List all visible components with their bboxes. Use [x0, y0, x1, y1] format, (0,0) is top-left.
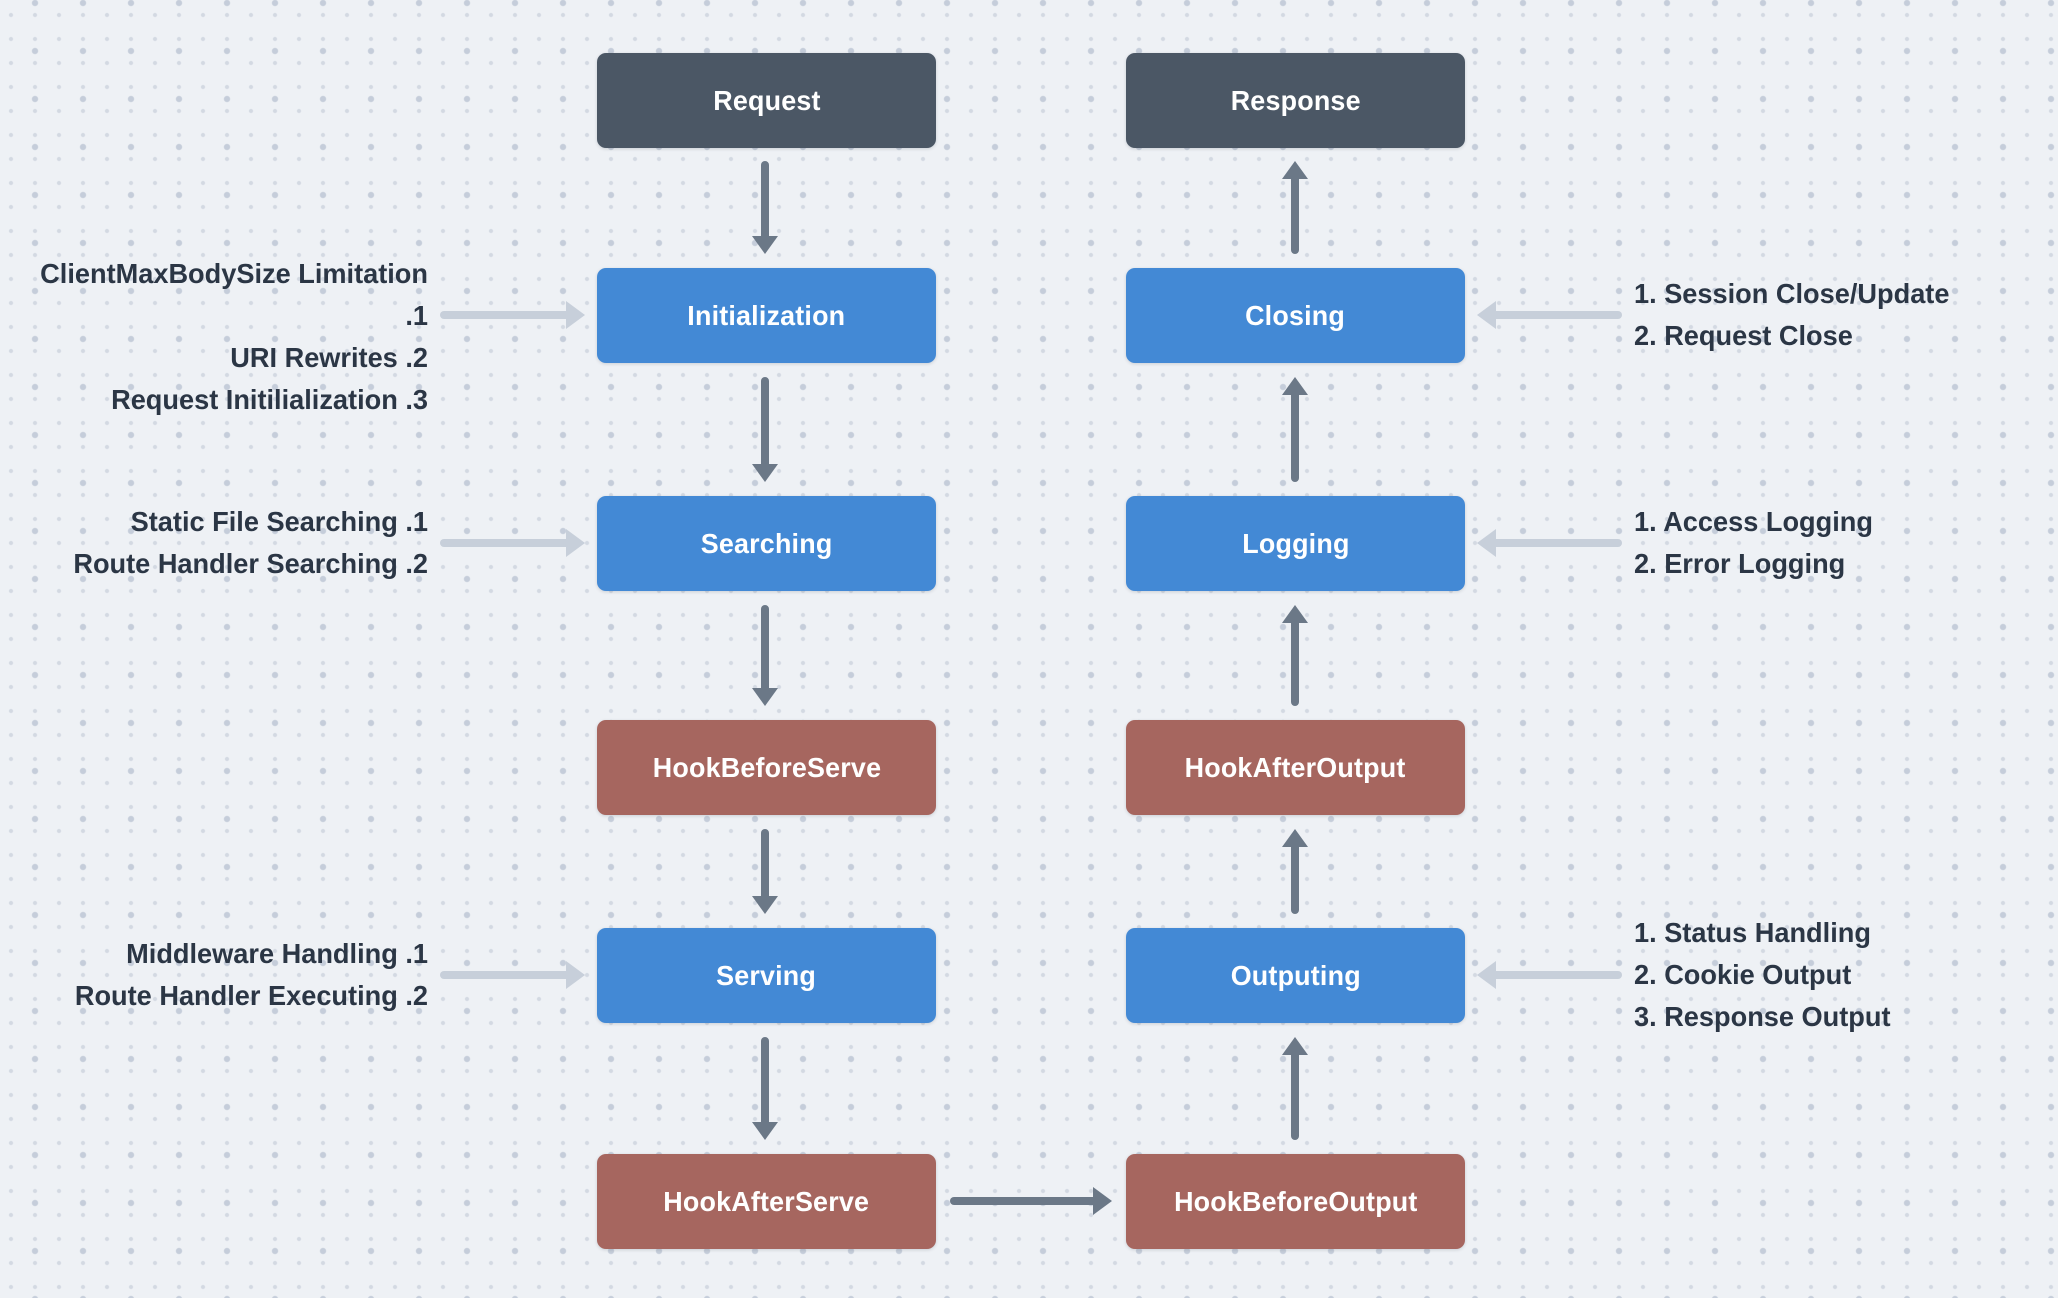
annotation-line: Route Handler Executing .2	[74, 980, 429, 1011]
node-outputing-label: Outputing	[1230, 959, 1361, 991]
node-response: Response	[1126, 53, 1465, 148]
arrow-hookbeforeoutput-outputing-icon	[1282, 1037, 1308, 1140]
annotation-line: 2. Error Logging	[1634, 548, 1846, 579]
node-hook-before-output-label: HookBeforeOutput	[1173, 1185, 1418, 1217]
annotation-line: URI Rewrites .2	[230, 342, 428, 373]
annotation-closing: 1. Session Close/Update 2. Request Close	[1634, 273, 2041, 357]
annotation-arrow-logging-icon	[1477, 529, 1622, 557]
annotation-line: Route Handler Searching .2	[73, 548, 429, 579]
annotation-line: 1. Session Close/Update	[1634, 278, 1950, 309]
node-hook-after-output-label: HookAfterOutput	[1185, 751, 1406, 783]
annotation-line: Middleware Handling .1	[126, 938, 429, 969]
node-response-label: Response	[1230, 84, 1361, 116]
node-logging-label: Logging	[1241, 527, 1350, 559]
annotation-serving: Middleware Handling .1 Route Handler Exe…	[13, 933, 428, 1017]
arrow-serving-hookafterserve-icon	[752, 1037, 778, 1140]
node-hook-before-serve-label: HookBeforeServe	[652, 751, 881, 783]
node-logging: Logging	[1126, 496, 1465, 591]
arrow-outputing-hookafteroutput-icon	[1282, 829, 1308, 914]
annotation-arrow-closing-icon	[1477, 301, 1622, 329]
arrow-hookbeforeserve-serving-icon	[752, 829, 778, 914]
node-searching-label: Searching	[700, 527, 833, 559]
node-closing: Closing	[1126, 268, 1465, 363]
annotation-line: 3. Response Output	[1634, 1001, 1891, 1032]
annotation-line: ClientMaxBodySize Limitation .1	[40, 258, 428, 331]
annotation-line: 1. Access Logging	[1634, 506, 1873, 537]
annotation-line: 2. Request Close	[1634, 320, 1853, 351]
annotation-arrow-searching-icon	[440, 529, 585, 557]
annotation-outputing: 1. Status Handling 2. Cookie Output 3. R…	[1634, 912, 2041, 1038]
node-request-label: Request	[712, 84, 821, 116]
node-hook-after-serve: HookAfterServe	[597, 1154, 936, 1249]
annotation-initialization: ClientMaxBodySize Limitation .1 URI Rewr…	[13, 253, 428, 421]
annotation-arrow-outputing-icon	[1477, 961, 1622, 989]
annotation-line: Static File Searching .1	[130, 506, 428, 537]
node-serving: Serving	[597, 928, 936, 1023]
annotation-line: 2. Cookie Output	[1634, 959, 1852, 990]
arrow-request-initialization-icon	[752, 161, 778, 254]
node-closing-label: Closing	[1245, 299, 1346, 331]
annotation-arrow-initialization-icon	[440, 301, 585, 329]
annotation-arrow-serving-icon	[440, 961, 585, 989]
arrow-hookafteroutput-logging-icon	[1282, 605, 1308, 706]
node-hook-after-serve-label: HookAfterServe	[663, 1185, 870, 1217]
arrow-initialization-searching-icon	[752, 377, 778, 482]
arrow-searching-hookbeforeserve-icon	[752, 605, 778, 706]
node-hook-before-serve: HookBeforeServe	[597, 720, 936, 815]
node-initialization-label: Initialization	[687, 299, 846, 331]
node-hook-after-output: HookAfterOutput	[1126, 720, 1465, 815]
arrow-hookafterserve-hookbeforeoutput-icon	[950, 1187, 1112, 1215]
annotation-line: 1. Status Handling	[1634, 917, 1871, 948]
arrow-closing-response-icon	[1282, 161, 1308, 254]
node-outputing: Outputing	[1126, 928, 1465, 1023]
node-hook-before-output: HookBeforeOutput	[1126, 1154, 1465, 1249]
annotation-searching: Static File Searching .1 Route Handler S…	[13, 501, 428, 585]
annotation-line: Request Initilialization .3	[111, 384, 428, 415]
node-initialization: Initialization	[597, 268, 936, 363]
node-searching: Searching	[597, 496, 936, 591]
arrow-logging-closing-icon	[1282, 377, 1308, 482]
annotation-logging: 1. Access Logging 2. Error Logging	[1634, 501, 2041, 585]
node-serving-label: Serving	[716, 959, 817, 991]
node-request: Request	[597, 53, 936, 148]
